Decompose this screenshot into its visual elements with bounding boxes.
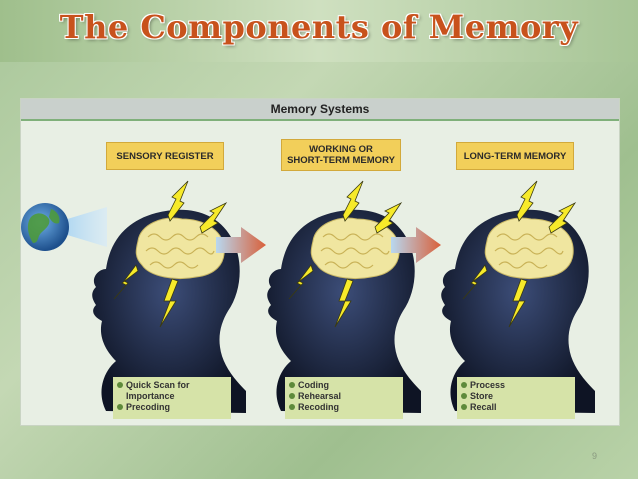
bullet-item: Recoding [289,402,399,413]
memory-illustration [21,180,596,414]
title-bar [0,0,638,62]
bullet-item: Rehearsal [289,391,399,402]
bullet-item: Coding [289,380,399,391]
sensory-beam [41,207,107,247]
sensory-register-bullets: Quick Scan for Importance Precoding [113,377,231,419]
bullet-dot-icon [117,404,123,410]
bullet-item: Process [461,380,571,391]
bullet-item: Quick Scan for [117,380,227,391]
bullet-item: Store [461,391,571,402]
bullet-item-continued: Importance [126,391,175,401]
bullet-dot-icon [289,404,295,410]
arrow-to-long-term [391,227,441,263]
working-memory-bullets: Coding Rehearsal Recoding [285,377,403,419]
working-memory-label: WORKING OR SHORT-TERM MEMORY [281,139,401,171]
bullet-dot-icon [289,393,295,399]
sensory-register-label: SENSORY REGISTER [106,142,224,170]
long-term-memory-bullets: Process Store Recall [457,377,575,419]
bullet-dot-icon [289,382,295,388]
slide-title: The Components of Memory [59,8,579,46]
bullet-item: Recall [461,402,571,413]
bullet-dot-icon [117,382,123,388]
bullet-dot-icon [461,382,467,388]
diagram-header: Memory Systems [270,102,370,116]
bullet-dot-icon [461,393,467,399]
bullet-item: Precoding [117,402,227,413]
page-number: 9 [592,451,598,461]
diagram-header-bar [21,99,619,121]
memory-systems-diagram: Memory Systems [20,98,620,426]
bullet-dot-icon [461,404,467,410]
long-term-memory-label: LONG-TERM MEMORY [456,142,574,170]
arrow-to-working-memory [216,227,266,263]
